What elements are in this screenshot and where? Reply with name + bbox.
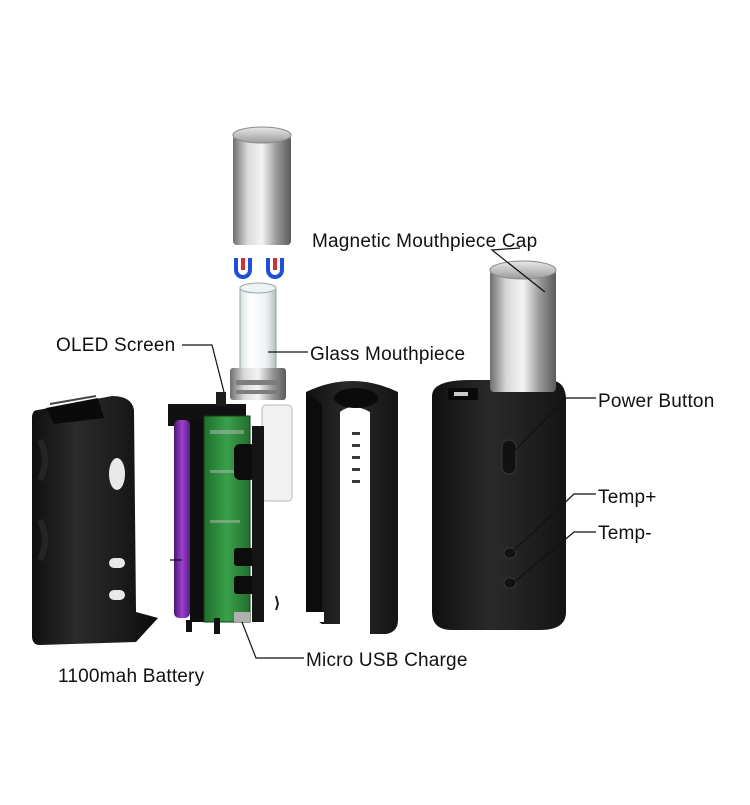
magnetic-mouthpiece-cap	[232, 126, 292, 245]
glass-mouthpiece	[230, 282, 293, 502]
label-magnetic-mouthpiece-cap: Magnetic Mouthpiece Cap	[312, 231, 538, 252]
label-power-button: Power Button	[598, 391, 715, 412]
label-temp-minus: Temp-	[598, 523, 652, 544]
leader-usb	[241, 621, 304, 659]
label-micro-usb-charge: Micro USB Charge	[306, 650, 468, 671]
leader-power	[507, 397, 596, 459]
temp-minus-button	[503, 577, 517, 589]
label-battery: 1100mah Battery	[58, 666, 205, 687]
leader-lines	[170, 247, 596, 659]
label-glass-mouthpiece: Glass Mouthpiece	[310, 344, 466, 365]
leader-tempplus	[511, 493, 596, 553]
label-oled-screen: OLED Screen	[56, 335, 176, 356]
leader-tempminus	[511, 531, 596, 585]
assembled-device	[432, 260, 566, 630]
magnet-icon	[234, 258, 284, 279]
left-shell	[32, 395, 158, 645]
leader-cap	[490, 247, 546, 293]
middle-shell	[306, 381, 398, 634]
leader-oled	[182, 344, 225, 393]
battery-cell	[174, 420, 190, 618]
internal-chassis	[168, 392, 280, 634]
label-temp-plus: Temp+	[598, 487, 657, 508]
